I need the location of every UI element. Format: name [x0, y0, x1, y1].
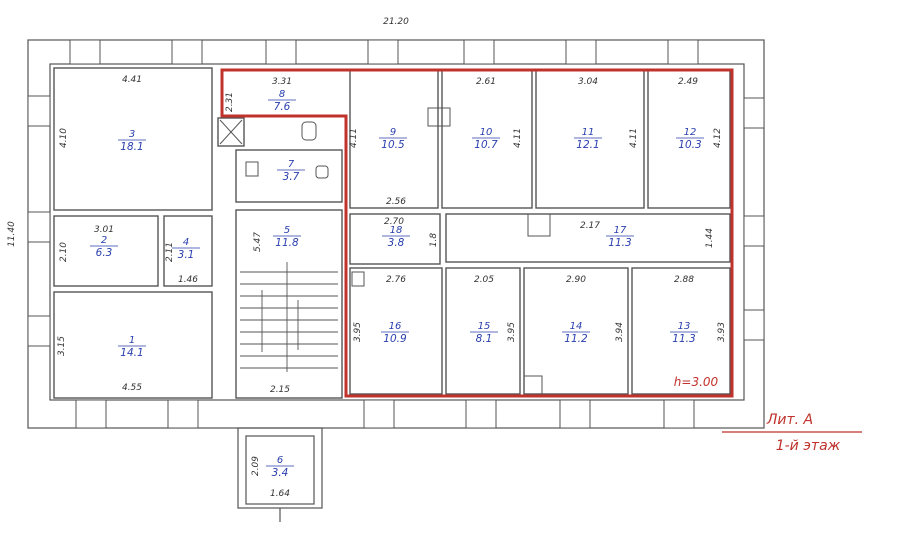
- room-number-3: 3: [129, 129, 135, 140]
- room-number-8: 8: [279, 89, 285, 100]
- title-lit: Лит. А: [766, 412, 813, 428]
- room-area-7: 3.7: [283, 171, 300, 183]
- dimension-d290: 2.90: [566, 275, 586, 285]
- room-area-5: 11.8: [275, 237, 299, 249]
- room-number-16: 16: [389, 321, 402, 332]
- room-number-4: 4: [183, 237, 189, 248]
- dimension-d411a: 4.11: [349, 128, 359, 148]
- room-area-6: 3.4: [272, 467, 289, 479]
- porch: [237, 427, 323, 522]
- room-number-15: 15: [478, 321, 491, 332]
- dimension-d288: 2.88: [674, 275, 694, 285]
- dimension-d18: 1.8: [429, 233, 439, 248]
- dimension-d441: 4.41: [122, 75, 142, 85]
- title-floor: 1-й этаж: [776, 438, 841, 454]
- room-area-11: 12.1: [576, 139, 599, 151]
- room-area-10: 10.7: [474, 139, 498, 151]
- overall-height: 11.40: [7, 221, 17, 247]
- room-number-12: 12: [684, 127, 697, 138]
- room-area-13: 11.3: [672, 333, 695, 345]
- room-number-7: 7: [288, 159, 295, 170]
- dimension-d411c: 4.11: [629, 128, 639, 148]
- dimension-d394: 3.94: [615, 322, 625, 342]
- dimension-d315: 3.15: [57, 336, 67, 356]
- dimension-d164: 1.64: [270, 489, 290, 499]
- dimension-d215: 2.15: [270, 385, 290, 395]
- dimension-d301: 3.01: [94, 225, 114, 235]
- windows-top: [69, 39, 699, 65]
- room-number-1: 1: [129, 335, 135, 346]
- room-number-6: 6: [277, 455, 283, 466]
- room-number-10: 10: [480, 127, 493, 138]
- dimension-d331: 3.31: [272, 77, 292, 87]
- room-area-1: 14.1: [120, 347, 143, 359]
- dimension-d256: 2.56: [386, 197, 406, 207]
- dimension-d455: 4.55: [122, 383, 142, 393]
- room-area-9: 10.5: [381, 139, 405, 151]
- dimension-d411b: 4.11: [513, 128, 523, 148]
- dimension-d547: 5.47: [253, 232, 263, 252]
- room-area-18: 3.8: [388, 237, 405, 249]
- ceiling-height: h=3.00: [674, 375, 719, 389]
- room-number-13: 13: [678, 321, 691, 332]
- stairs: [240, 262, 338, 372]
- dimension-d410: 4.10: [59, 128, 69, 148]
- room-area-8: 7.6: [274, 101, 291, 113]
- windows-bottom: [75, 399, 695, 429]
- dimension-d209: 2.09: [251, 456, 261, 476]
- dimension-d270: 2.70: [384, 217, 404, 227]
- windows-side: [27, 95, 765, 347]
- room-number-14: 14: [570, 321, 583, 332]
- room-number-2: 2: [101, 235, 107, 246]
- dimension-d249: 2.49: [678, 77, 698, 87]
- dimension-d205: 2.05: [474, 275, 494, 285]
- dimension-d231: 2.31: [225, 92, 235, 112]
- dimension-d276: 2.76: [386, 275, 406, 285]
- room-area-12: 10.3: [678, 139, 701, 151]
- dimension-d211: 2.11: [165, 242, 175, 262]
- dimension-d217: 2.17: [580, 221, 600, 231]
- room-number-18: 18: [390, 225, 403, 236]
- dimension-d304: 3.04: [578, 77, 598, 87]
- interior-walls: [53, 67, 731, 399]
- dimension-d395b: 3.95: [507, 322, 517, 342]
- overall-width: 21.20: [383, 17, 409, 27]
- room-area-16: 10.9: [383, 333, 407, 345]
- room-area-15: 8.1: [476, 333, 493, 345]
- room-area-4: 3.1: [178, 249, 195, 261]
- room-area-14: 11.2: [564, 333, 588, 345]
- fixtures: [219, 107, 551, 395]
- dimension-d393: 3.93: [717, 322, 727, 342]
- room-area-2: 6.3: [96, 247, 113, 259]
- room-number-5: 5: [284, 225, 290, 236]
- dimension-d210: 2.10: [59, 242, 69, 262]
- dimension-d261: 2.61: [476, 77, 496, 87]
- highlight-outline: [220, 68, 734, 398]
- dimension-d146: 1.46: [178, 275, 198, 285]
- room-number-17: 17: [614, 225, 627, 236]
- room-area-17: 11.3: [608, 237, 631, 249]
- room-area-3: 18.1: [120, 141, 143, 153]
- dimension-d412: 4.12: [713, 128, 723, 148]
- dimension-d144: 1.44: [705, 228, 715, 248]
- labels: 114.126.3318.143.1511.863.473.787.6910.5…: [7, 17, 841, 499]
- room-number-9: 9: [390, 127, 396, 138]
- dimension-d395a: 3.95: [353, 322, 363, 342]
- room-number-11: 11: [582, 127, 595, 138]
